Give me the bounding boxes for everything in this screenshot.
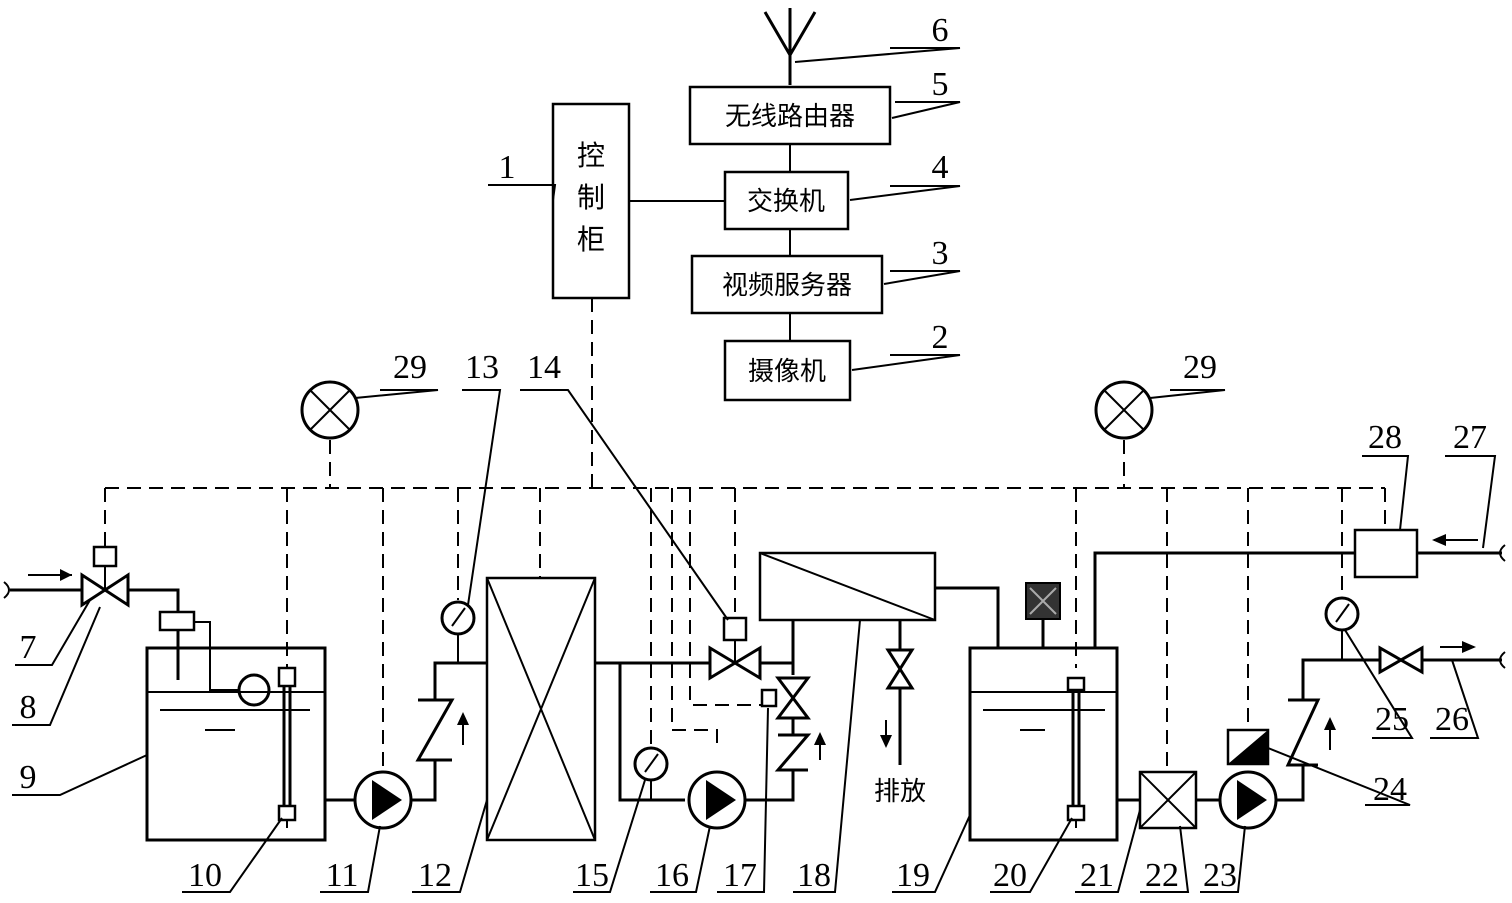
wireless-router: 无线路由器	[688, 85, 892, 146]
antenna	[763, 8, 817, 85]
part-numbers: 1 2 3 4 5 6 7 8 9 10 11 12 13 14 15 16 1…	[20, 12, 1488, 894]
label-25: 25	[1375, 701, 1409, 738]
label-17: 17	[723, 857, 757, 894]
label-14: 14	[527, 349, 561, 386]
pump-11	[353, 770, 413, 830]
label-9: 9	[20, 759, 37, 796]
float-ball	[237, 673, 271, 707]
pump-23	[1218, 770, 1278, 830]
svg-text:控: 控	[577, 139, 605, 172]
svg-text:交换机: 交换机	[747, 187, 825, 217]
label-7: 7	[20, 629, 37, 666]
label-28: 28	[1368, 419, 1402, 456]
pressure-gauge-13	[440, 600, 476, 636]
label-29-right: 29	[1183, 349, 1217, 386]
label-3: 3	[932, 235, 949, 272]
svg-text:制: 制	[577, 181, 605, 214]
label-6: 6	[932, 12, 949, 49]
control-cabinet: 控 制 柜	[551, 102, 631, 300]
camera: 摄像机	[723, 339, 852, 402]
svg-text:柜: 柜	[577, 223, 605, 256]
label-8: 8	[20, 689, 37, 726]
label-18: 18	[797, 857, 831, 894]
label-22: 22	[1145, 857, 1179, 894]
pressure-gauge-25	[1324, 596, 1360, 632]
level-gauge-right	[1066, 676, 1086, 828]
alarm-lamp-left	[300, 380, 360, 440]
ro-membrane	[758, 551, 937, 622]
label-15: 15	[575, 857, 609, 894]
label-5: 5	[932, 66, 949, 103]
svg-text:摄像机: 摄像机	[748, 357, 826, 387]
pump-16	[687, 770, 747, 830]
level-gauge-left	[277, 666, 297, 828]
svg-text:无线路由器: 无线路由器	[725, 102, 855, 132]
check-valve-left	[415, 698, 469, 762]
unit-28	[1353, 528, 1419, 579]
check-valve-right	[1285, 698, 1336, 767]
drain-valve	[885, 648, 915, 690]
outlet-valve	[1378, 645, 1424, 675]
inlet-solenoid-valve	[80, 545, 130, 608]
sterilizer-block	[1025, 582, 1061, 648]
label-21: 21	[1080, 857, 1114, 894]
electric-valve-14	[708, 616, 762, 681]
label-12: 12	[418, 857, 452, 894]
label-20: 20	[993, 857, 1027, 894]
label-26: 26	[1435, 701, 1469, 738]
label-4: 4	[932, 149, 949, 186]
svg-text:视频服务器: 视频服务器	[722, 271, 852, 301]
pressure-gauge-15	[633, 746, 669, 782]
label-27: 27	[1453, 419, 1487, 456]
filter-22	[1138, 770, 1198, 830]
check-valve-middle	[774, 718, 826, 772]
label-10: 10	[188, 857, 222, 894]
label-13: 13	[465, 349, 499, 386]
alarm-lamp-right	[1094, 380, 1154, 440]
label-19: 19	[896, 857, 930, 894]
network-switch: 交换机	[723, 170, 850, 231]
sensor-24	[1226, 728, 1270, 766]
video-server: 视频服务器	[690, 254, 884, 315]
valve-17	[760, 676, 811, 720]
discharge-label: 排放	[874, 777, 926, 807]
filter-column	[485, 576, 597, 842]
label-1: 1	[499, 149, 516, 186]
label-2: 2	[932, 319, 949, 356]
leader-lines	[12, 47, 1497, 893]
label-24: 24	[1373, 771, 1407, 808]
raw-water-tank	[145, 646, 327, 842]
label-23: 23	[1203, 857, 1237, 894]
control-signal-lines	[104, 298, 1386, 770]
label-29-left: 29	[393, 349, 427, 386]
pure-water-tank	[968, 646, 1119, 842]
label-11: 11	[326, 857, 359, 894]
label-16: 16	[655, 857, 689, 894]
